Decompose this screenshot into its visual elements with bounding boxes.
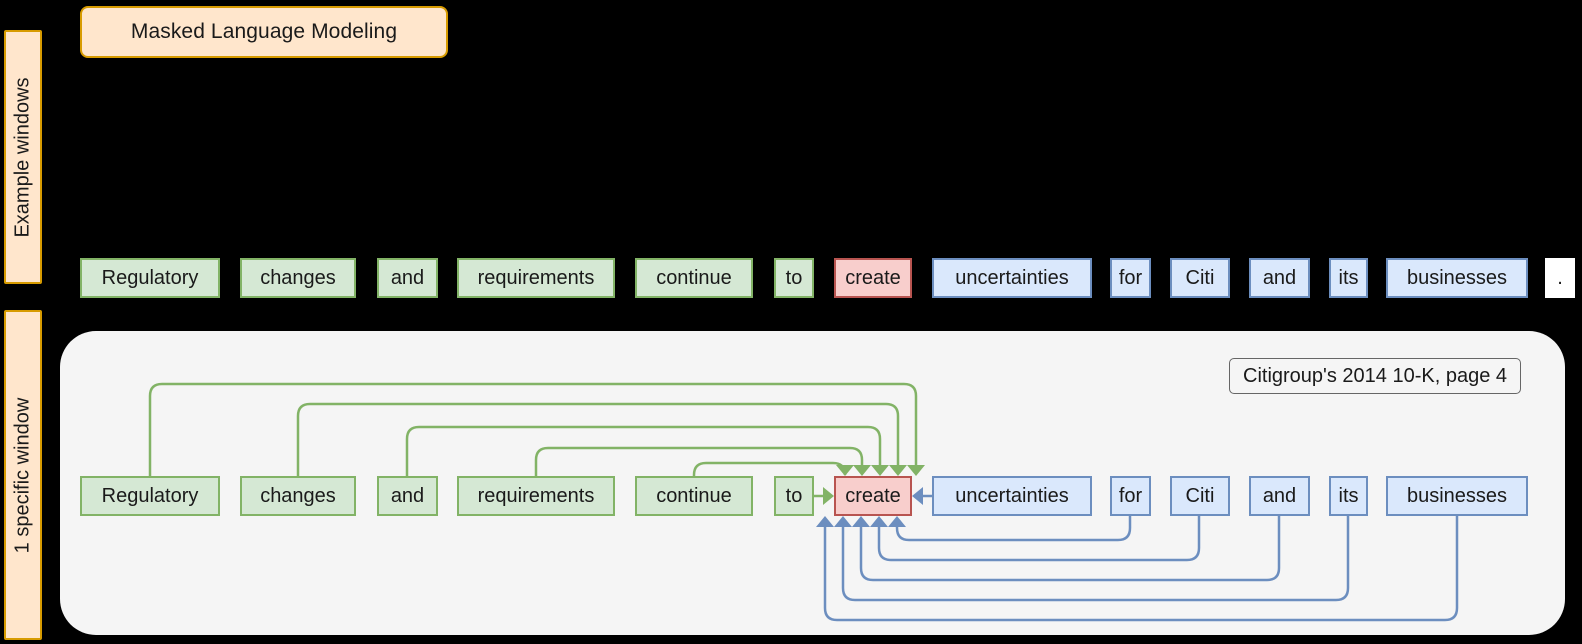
example-window-token[interactable]: create	[834, 258, 912, 298]
example-window-token[interactable]: and	[1249, 258, 1310, 298]
specific-window-token[interactable]: Citi	[1170, 476, 1230, 516]
source-citation-chip: Citigroup's 2014 10-K, page 4	[1229, 358, 1521, 394]
example-window-token[interactable]: for	[1110, 258, 1151, 298]
sidebar-label-one-specific-window: 1 specific window	[4, 310, 42, 640]
example-window-token[interactable]: businesses	[1386, 258, 1528, 298]
specific-window-token[interactable]: create	[834, 476, 912, 516]
example-window-token[interactable]: and	[377, 258, 438, 298]
example-window-token[interactable]: to	[774, 258, 814, 298]
source-citation-label: Citigroup's 2014 10-K, page 4	[1243, 364, 1507, 387]
specific-window-token[interactable]: changes	[240, 476, 356, 516]
example-window-token[interactable]: Citi	[1170, 258, 1230, 298]
example-window-token[interactable]: requirements	[457, 258, 615, 298]
example-window-token[interactable]: uncertainties	[932, 258, 1092, 298]
specific-window-token[interactable]: for	[1110, 476, 1151, 516]
specific-window-token[interactable]: and	[1249, 476, 1310, 516]
example-window-token[interactable]: changes	[240, 258, 356, 298]
sidebar-label-example-windows: Example windows	[4, 30, 42, 284]
specific-window-token[interactable]: requirements	[457, 476, 615, 516]
sidebar-label-example-windows-text: Example windows	[11, 76, 34, 238]
example-window-token[interactable]: its	[1329, 258, 1368, 298]
sidebar-label-one-specific-window-text: 1 specific window	[11, 397, 34, 553]
specific-window-token[interactable]: businesses	[1386, 476, 1528, 516]
example-window-token[interactable]: continue	[635, 258, 753, 298]
diagram-title-label: Masked Language Modeling	[130, 20, 398, 43]
specific-window-token[interactable]: to	[774, 476, 814, 516]
example-window-token[interactable]: Regulatory	[80, 258, 220, 298]
specific-window-token[interactable]: and	[377, 476, 438, 516]
specific-window-token[interactable]: uncertainties	[932, 476, 1092, 516]
specific-window-token[interactable]: Regulatory	[80, 476, 220, 516]
diagram-title: Masked Language Modeling	[80, 6, 448, 58]
specific-window-token[interactable]: its	[1329, 476, 1368, 516]
example-window-token[interactable]: .	[1545, 258, 1575, 298]
specific-window-token[interactable]: continue	[635, 476, 753, 516]
